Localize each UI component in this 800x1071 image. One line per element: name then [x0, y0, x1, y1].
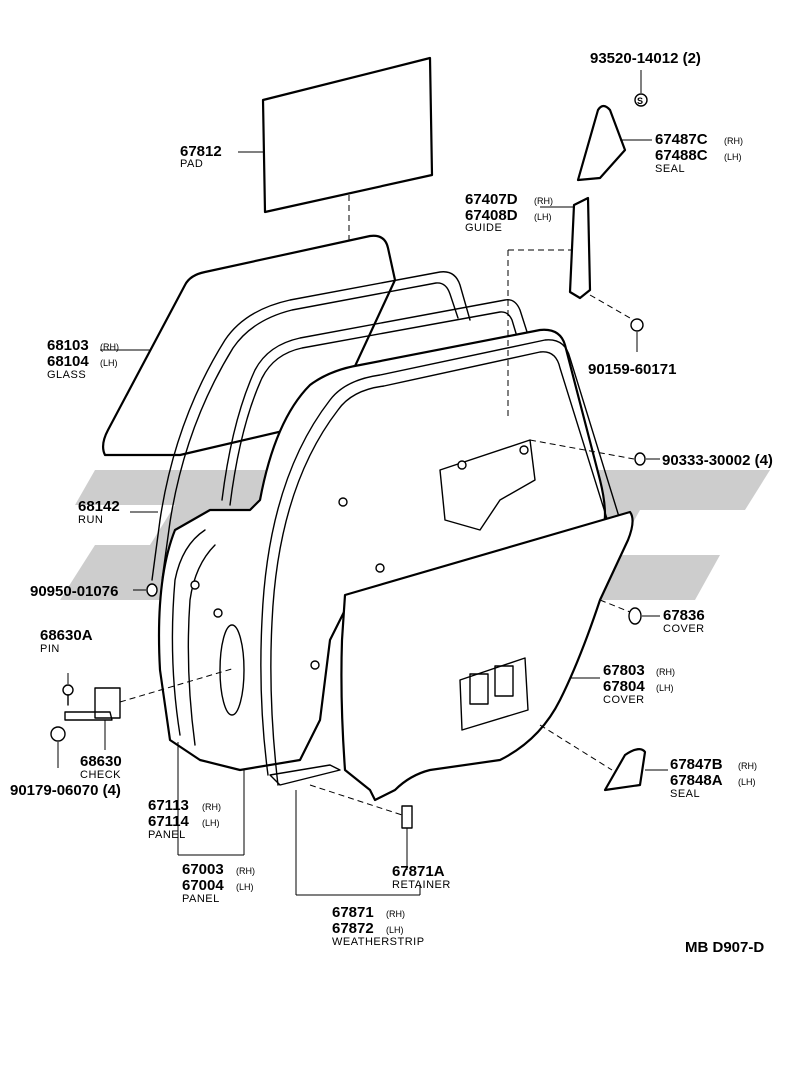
label-68630-number: 68630: [80, 753, 122, 770]
label-67812-name: PAD: [180, 158, 203, 170]
label-67847-number: 67847B: [670, 756, 723, 773]
check-part: [50, 667, 236, 768]
label-67004-sub: (LH): [236, 882, 254, 892]
label-67408-sub: (LH): [534, 212, 552, 222]
label-67004-name: PANEL: [182, 893, 220, 905]
label-67803-sub: (RH): [656, 667, 675, 677]
label-68142-name: RUN: [78, 514, 103, 526]
label-67848-name: SEAL: [670, 788, 700, 800]
label-68104-number: 68104: [47, 353, 89, 370]
label-68103-number: 68103: [47, 337, 89, 354]
label-67836-number: 67836: [663, 607, 705, 624]
label-67408-number: 67408D: [465, 207, 518, 224]
label-67848-sub: (LH): [738, 777, 756, 787]
label-67847-sub: (RH): [738, 761, 757, 771]
label-67487-number: 67487C: [655, 131, 708, 148]
label-68103-sub: (RH): [100, 342, 119, 352]
label-67872-sub: (LH): [386, 925, 404, 935]
label-68630A-name: PIN: [40, 643, 60, 655]
label-67113-number: 67113: [148, 797, 189, 814]
label-67003-number: 67003: [182, 861, 224, 878]
label-67113-sub: (RH): [202, 802, 221, 812]
label-68104-sub: (LH): [100, 358, 118, 368]
label-67488-name: SEAL: [655, 163, 685, 175]
diagram-code: MB D907-D: [685, 939, 764, 956]
run-part: [130, 271, 529, 581]
label-68630A-number: 68630A: [40, 627, 93, 644]
label-90159-number: 90159-60171: [588, 361, 676, 378]
label-68142-number: 68142: [78, 498, 120, 515]
label-67803-number: 67803: [603, 662, 645, 679]
label-68104-name: GLASS: [47, 369, 86, 381]
label-67114-number: 67114: [148, 813, 190, 830]
label-67848-number: 67848A: [670, 772, 723, 789]
label-90333-number: 90333-30002 (4): [662, 452, 773, 469]
weatherstrip-part: [260, 339, 621, 786]
label-93520-number: 93520-14012 (2): [590, 50, 701, 67]
label-67004-number: 67004: [182, 877, 224, 894]
label-90179-number: 90179-06070 (4): [10, 782, 121, 799]
label-67804-name: COVER: [603, 694, 645, 706]
svg-text:S: S: [637, 96, 643, 106]
label-67407-number: 67407D: [465, 191, 518, 208]
label-67871A-number: 67871A: [392, 863, 445, 880]
label-67804-number: 67804: [603, 678, 645, 695]
label-67488-sub: (LH): [724, 152, 742, 162]
small-parts: [133, 439, 668, 870]
label-67804-sub: (LH): [656, 683, 674, 693]
label-67812-number: 67812: [180, 143, 222, 160]
label-67871-sub: (RH): [386, 909, 405, 919]
labels: 67812 PAD 93520-14012 (2) 67487C (RH) 67…: [10, 50, 773, 956]
seal-corner-part: S: [576, 70, 652, 182]
guide-part: [507, 196, 644, 420]
label-67871-number: 67871: [332, 904, 374, 921]
label-67487-sub: (RH): [724, 136, 743, 146]
label-68630-name: CHECK: [80, 769, 121, 781]
label-67407-sub: (RH): [534, 196, 553, 206]
label-67872-number: 67872: [332, 920, 374, 937]
label-90950-number: 90950-01076: [30, 583, 118, 600]
label-67872-name: WEATHERSTRIP: [332, 936, 425, 948]
label-67114-name: PANEL: [148, 829, 186, 841]
label-67488-number: 67488C: [655, 147, 708, 164]
bracket-lines: [177, 742, 421, 896]
label-67408-name: GUIDE: [465, 222, 502, 234]
label-67871A-name: RETAINER: [392, 879, 451, 891]
label-67114-sub: (LH): [202, 818, 220, 828]
label-67003-sub: (RH): [236, 866, 255, 876]
label-67836-name: COVER: [663, 623, 705, 635]
